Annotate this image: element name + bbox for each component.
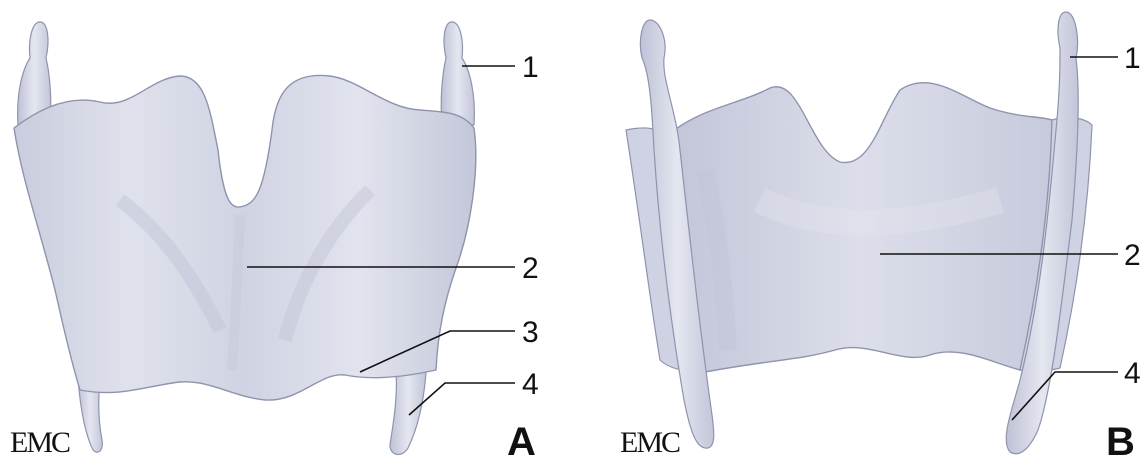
panel-b: 1 2 4 EMC B [620, 12, 1141, 463]
panel-a-right-superior-horn [441, 22, 474, 125]
panel-a-emc-logo: EMC [10, 426, 70, 459]
panel-a-callout-2: 2 [522, 252, 539, 285]
panel-b-letter: B [1106, 420, 1135, 463]
panel-a-callout-4: 4 [522, 368, 539, 401]
panel-a-callout-3: 3 [522, 316, 539, 349]
panel-b-callout-1: 1 [1124, 42, 1141, 75]
panel-a-callout-1: 1 [522, 51, 539, 84]
panel-b-callout-2: 2 [1124, 239, 1141, 272]
panel-a: 1 2 3 4 EMC A [10, 22, 539, 463]
panel-a-letter: A [507, 420, 536, 463]
panel-a-right-inferior-horn [390, 372, 426, 454]
panel-b-callout-4: 4 [1124, 357, 1141, 390]
panel-b-emc-logo: EMC [620, 426, 680, 459]
